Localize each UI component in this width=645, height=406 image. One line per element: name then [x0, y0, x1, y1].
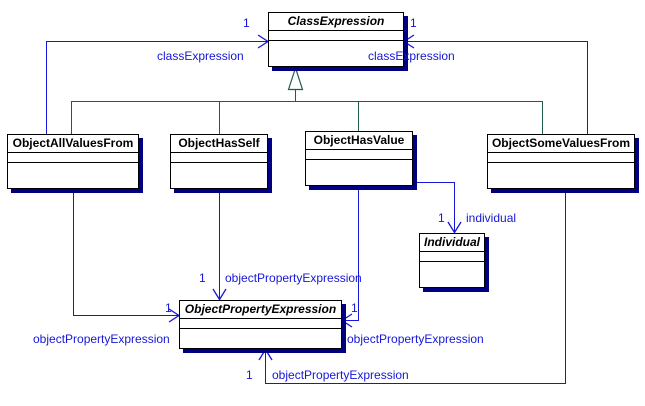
role-label-classexpression-right: classExpression [368, 49, 455, 63]
class-name-individual: Individual [420, 234, 484, 252]
role-label-individual: individual [466, 211, 517, 225]
class-attributes-objecthasvalue [306, 150, 412, 160]
multiplicity-objectpropertyexpression-top: 1 [199, 271, 206, 285]
class-name-classexpression: ClassExpression [269, 13, 403, 31]
class-attributes-objecthasself [171, 153, 267, 163]
class-operations-individual [420, 262, 484, 286]
multiplicity-classexpression-right: 1 [410, 16, 417, 30]
role-label-objectpropertyexpression-right: objectPropertyExpression [347, 332, 484, 346]
multiplicity-classexpression-left: 1 [243, 16, 250, 30]
class-box-objectpropertyexpression[interactable]: ObjectPropertyExpression [179, 300, 342, 349]
class-operations-objecthasvalue [306, 160, 412, 184]
arrowhead-classexpression-right-icon [402, 34, 415, 49]
class-name-objecthasvalue: ObjectHasValue [306, 132, 412, 150]
generalization-arrowhead-icon [287, 66, 304, 91]
role-label-objectpropertyexpression-top: objectPropertyExpression [225, 271, 362, 285]
arrowhead-objectpropertyexpression-top-icon [212, 288, 227, 301]
role-label-classexpression-left: classExpression [157, 49, 244, 63]
class-attributes-objectsomevaluesfrom [488, 153, 634, 163]
class-attributes-individual [420, 252, 484, 262]
class-name-objectsomevaluesfrom: ObjectSomeValuesFrom [488, 135, 634, 153]
generalization-tree [70, 90, 544, 134]
class-operations-objecthasself [171, 163, 267, 187]
class-box-objecthasself[interactable]: ObjectHasSelf [170, 134, 268, 189]
role-label-objectpropertyexpression-bottom: objectPropertyExpression [272, 368, 409, 382]
class-operations-objectpropertyexpression [180, 329, 341, 353]
association-hasvalue-individual [413, 181, 456, 232]
class-attributes-objectallvaluesfrom [8, 153, 138, 163]
class-box-individual[interactable]: Individual [419, 233, 485, 288]
multiplicity-objectpropertyexpression-left: 1 [165, 301, 172, 315]
class-name-objectallvaluesfrom: ObjectAllValuesFrom [8, 135, 138, 153]
arrowhead-individual-top-icon [447, 221, 462, 234]
role-label-objectpropertyexpression-left: objectPropertyExpression [33, 332, 170, 346]
arrowhead-classexpression-left-icon [257, 34, 270, 49]
association-allvaluesfrom-objectpropertyexpression [72, 189, 178, 317]
association-somevaluesfrom-objectpropertyexpression [264, 189, 567, 385]
class-box-objectsomevaluesfrom[interactable]: ObjectSomeValuesFrom [487, 134, 635, 189]
multiplicity-individual: 1 [438, 211, 445, 225]
class-name-objecthasself: ObjectHasSelf [171, 135, 267, 153]
class-operations-objectallvaluesfrom [8, 163, 138, 187]
multiplicity-objectpropertyexpression-bottom: 1 [246, 368, 253, 382]
class-attributes-classexpression [269, 31, 403, 41]
class-attributes-objectpropertyexpression [180, 319, 341, 329]
class-name-objectpropertyexpression: ObjectPropertyExpression [180, 301, 341, 319]
class-operations-objectsomevaluesfrom [488, 163, 634, 187]
arrowhead-objectpropertyexpression-right-icon [340, 313, 353, 328]
multiplicity-objectpropertyexpression-right: 1 [351, 301, 358, 315]
class-box-objecthasvalue[interactable]: ObjectHasValue [305, 131, 413, 186]
class-box-objectallvaluesfrom[interactable]: ObjectAllValuesFrom [7, 134, 139, 189]
